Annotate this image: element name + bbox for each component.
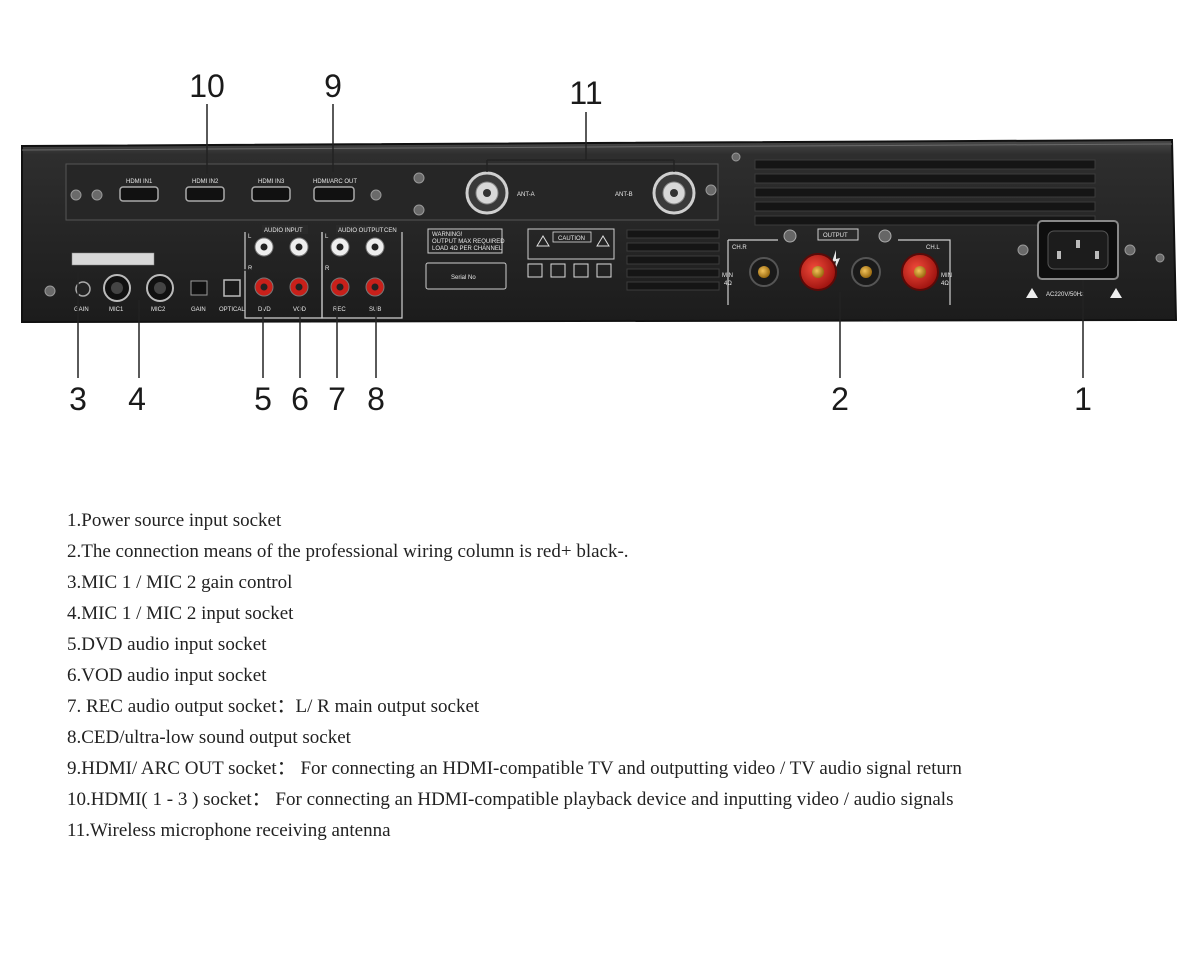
ch-l-label: CH.L	[926, 245, 940, 251]
serial-label: Serial No	[451, 275, 476, 281]
ac-label: AC220V/50Hz	[1046, 292, 1084, 298]
optical-label: OPTICAL	[219, 307, 245, 313]
callout-10: 10	[189, 68, 225, 104]
speaker-output-section: OUTPUT CH.R CH.L MIN 4Ω MIN 4Ω	[722, 228, 952, 305]
ch-r-label: CH.R	[732, 245, 747, 251]
ohm-label-l: 4Ω	[941, 281, 949, 287]
callout-leader-lines	[77, 104, 1084, 378]
callout-5: 5	[254, 381, 272, 417]
amplifier-rear-panel	[21, 138, 1178, 324]
audio-input-label: AUDIO INPUT	[264, 228, 303, 234]
legend-item-1: 1.Power source input socket	[67, 510, 282, 531]
antenna-sockets: ANT-A ANT-B	[465, 171, 696, 215]
callout-1: 1	[1074, 381, 1092, 417]
audio-io-section: AUDIO INPUT AUDIO OUTPUT CEN L R L R DVD…	[244, 225, 403, 319]
warning-line-2: OUTPUT MAX REQUIRED	[432, 239, 505, 245]
cen-label: CEN	[384, 228, 397, 234]
gain-knob-main	[75, 281, 91, 297]
ant-b-label: ANT-B	[615, 192, 633, 198]
hdmi-in2-label: HDMI IN2	[192, 179, 219, 185]
legend-item-2: 2.The connection means of the profession…	[67, 541, 629, 562]
hdmi-out-label: HDMI/ARC OUT	[313, 179, 357, 185]
min-label-l: MIN	[941, 273, 952, 279]
legend-item-11: 11.Wireless microphone receiving antenna	[67, 820, 391, 841]
callout-6: 6	[291, 381, 309, 417]
legend-item-5: 5.DVD audio input socket	[67, 634, 267, 655]
legend-item-4: 4.MIC 1 / MIC 2 input socket	[67, 603, 294, 624]
l-label-in: L	[248, 234, 252, 240]
mic2-label: MIC2	[151, 307, 166, 313]
ohm-label-r: 4Ω	[724, 281, 732, 287]
r-label-out: R	[325, 266, 330, 272]
legend-item-10: 10.HDMI( 1 - 3 ) socket： For connecting …	[67, 789, 954, 810]
rec-label: REC	[333, 307, 346, 313]
hdmi-arc-out-socket: HDMI/ARC OUT	[313, 179, 357, 202]
hdmi-input-sockets: HDMI IN1 HDMI IN2 HDMI IN3	[119, 179, 291, 202]
callout-9: 9	[324, 68, 342, 104]
audio-output-label: AUDIO OUTPUT	[338, 228, 384, 234]
legend-item-6: 6.VOD audio input socket	[67, 665, 267, 686]
legend-item-7: 7. REC audio output socket：L/ R main out…	[67, 696, 480, 717]
dvd-label: DVD	[258, 307, 271, 313]
caution-label: CAUTION	[558, 236, 585, 242]
mic-section: GAIN MIC1 MIC2 GAIN OPTICAL	[71, 252, 245, 313]
l-label-out: L	[325, 234, 329, 240]
callout-8: 8	[367, 381, 385, 417]
ant-a-label: ANT-A	[517, 192, 535, 198]
callout-numbers: 10 9 11 3 4 5 6 7 8 2 1	[69, 68, 1092, 417]
callout-4: 4	[128, 381, 146, 417]
hdmi-in3-label: HDMI IN3	[258, 179, 285, 185]
warning-line-1: WARNING!	[432, 232, 463, 238]
optical-socket	[223, 279, 241, 297]
gain-control	[190, 280, 208, 296]
ventilation-grille	[626, 159, 1096, 291]
legend-item-3: 3.MIC 1 / MIC 2 gain control	[67, 572, 293, 593]
min-label-r: MIN	[722, 273, 733, 279]
callout-11: 11	[569, 75, 602, 111]
mic1-label: MIC1	[109, 307, 124, 313]
callout-7: 7	[328, 381, 346, 417]
warning-labels: WARNING! OUTPUT MAX REQUIRED LOAD 4Ω PER…	[425, 228, 615, 290]
warning-line-3: LOAD 4Ω PER CHANNEL	[432, 246, 503, 252]
callout-3: 3	[69, 381, 87, 417]
r-label-in: R	[248, 266, 253, 272]
panel-screws	[44, 152, 1165, 297]
legend-item-8: 8.CED/ultra-low sound output socket	[67, 727, 351, 748]
power-socket: AC220V/50Hz	[1026, 220, 1122, 298]
hdmi-in1-label: HDMI IN1	[126, 179, 153, 185]
gain-label: GAIN	[191, 307, 206, 313]
sub-label: SUB	[369, 307, 381, 313]
legend-item-9: 9.HDMI/ ARC OUT socket： For connecting a…	[67, 758, 962, 779]
legend-list: 1.Power source input socket 2.The connec…	[67, 505, 1177, 846]
callout-2: 2	[831, 381, 849, 417]
output-label: OUTPUT	[823, 233, 848, 239]
gain-main-label: GAIN	[74, 307, 89, 313]
